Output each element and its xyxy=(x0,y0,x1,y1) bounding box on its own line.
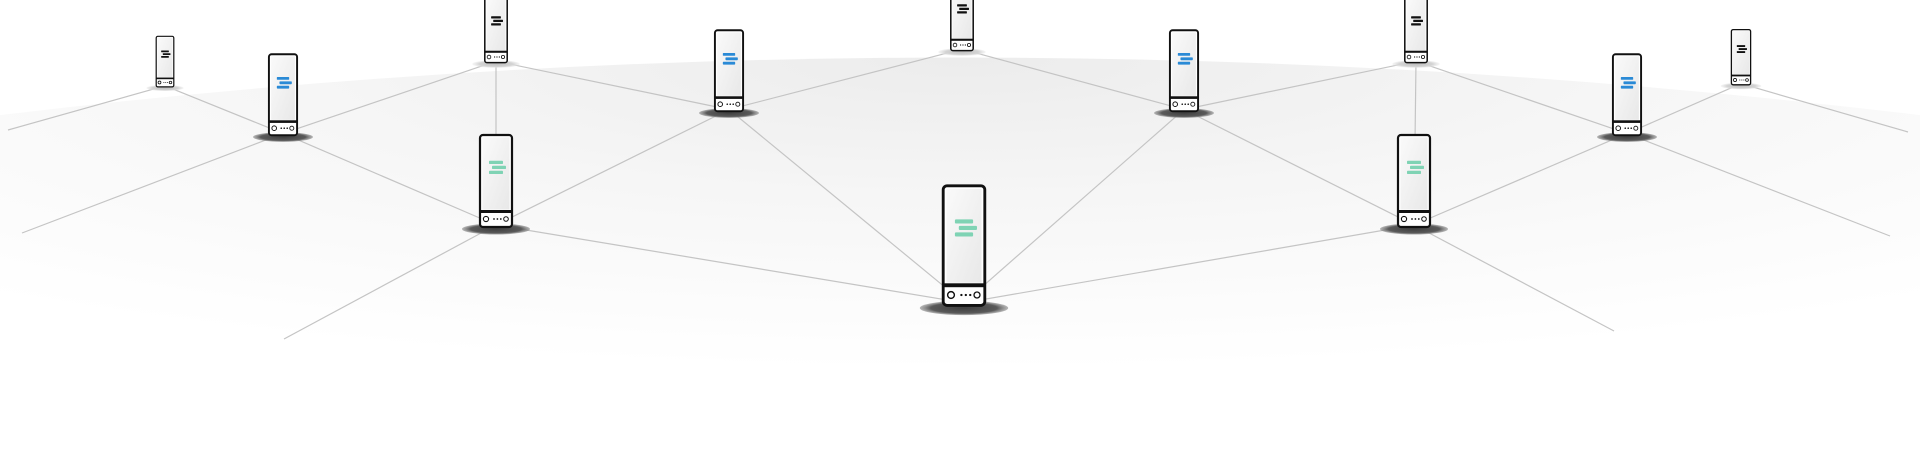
device-node-front-1[interactable] xyxy=(462,133,530,235)
device-body xyxy=(1404,0,1428,64)
power-button-icon xyxy=(486,54,492,60)
status-led-icon xyxy=(289,125,295,131)
power-button-icon xyxy=(946,290,956,300)
network-link xyxy=(963,224,1415,304)
status-led-icon xyxy=(1745,78,1749,82)
teal-logo xyxy=(1407,160,1424,174)
device-node-mid-1[interactable] xyxy=(253,53,313,142)
black-logo xyxy=(1411,16,1423,26)
power-button-icon xyxy=(1615,125,1621,131)
device-node-front-2[interactable] xyxy=(1380,133,1448,235)
device-node-back-1[interactable] xyxy=(146,35,184,92)
power-button-icon xyxy=(157,80,162,85)
teal-logo xyxy=(489,160,506,174)
power-button-icon xyxy=(952,42,958,48)
power-button-icon xyxy=(482,215,490,223)
device-node-back-3[interactable] xyxy=(938,0,986,56)
network-link xyxy=(728,109,965,304)
device-node-back-5[interactable] xyxy=(1720,28,1762,90)
nodes-layer xyxy=(146,0,1762,316)
power-button-icon xyxy=(1733,78,1737,82)
network-link xyxy=(495,108,730,226)
device-shadow xyxy=(253,132,313,142)
network-link-offscreen xyxy=(21,132,284,234)
black-logo xyxy=(1736,45,1747,53)
device-shadow xyxy=(472,60,520,68)
device-shadow xyxy=(1380,223,1448,235)
device-body xyxy=(484,0,508,64)
network-link xyxy=(282,132,497,226)
power-button-icon xyxy=(717,101,723,107)
status-led-icon xyxy=(1421,216,1427,222)
device-shadow xyxy=(919,300,1009,316)
status-led-icon xyxy=(966,42,972,48)
device-node-mid-2[interactable] xyxy=(699,29,759,118)
power-button-icon xyxy=(1172,101,1178,107)
status-led-icon xyxy=(168,80,173,85)
teal-logo xyxy=(954,219,977,237)
blue-logo xyxy=(1620,76,1636,89)
network-link xyxy=(282,60,497,135)
network-link xyxy=(495,224,965,304)
device-body xyxy=(1168,29,1200,113)
device-body xyxy=(1611,53,1643,137)
status-led-icon xyxy=(1190,101,1196,107)
network-link-offscreen xyxy=(1626,132,1891,237)
device-shadow xyxy=(146,84,184,92)
network-link xyxy=(1413,132,1628,226)
status-led-icon xyxy=(1420,54,1426,60)
network-link-offscreen xyxy=(1740,83,1909,133)
device-body xyxy=(950,0,974,52)
device-body xyxy=(155,35,175,88)
blue-logo xyxy=(276,76,292,89)
status-led-icon xyxy=(503,216,509,222)
device-body xyxy=(941,184,987,307)
network-link xyxy=(1183,60,1417,111)
network-link-offscreen xyxy=(7,85,166,131)
network-link-offscreen xyxy=(283,224,497,340)
power-button-icon xyxy=(1406,54,1412,60)
device-node-mid-4[interactable] xyxy=(1597,53,1657,142)
black-logo xyxy=(957,4,969,14)
status-led-icon xyxy=(500,54,506,60)
network-link xyxy=(963,109,1185,304)
black-logo xyxy=(161,50,171,58)
status-led-icon xyxy=(1633,125,1639,131)
power-button-icon xyxy=(271,125,277,131)
network-link xyxy=(164,85,284,135)
black-logo xyxy=(491,16,503,26)
network-link xyxy=(1415,60,1628,135)
device-shadow xyxy=(1154,108,1214,118)
power-button-icon xyxy=(1400,215,1408,223)
device-shadow xyxy=(1392,60,1440,68)
status-led-icon xyxy=(973,291,981,299)
device-body xyxy=(1730,28,1752,86)
device-shadow xyxy=(462,223,530,235)
device-shadow xyxy=(699,108,759,118)
network-link xyxy=(495,60,730,111)
device-body xyxy=(267,53,299,137)
device-node-back-4[interactable] xyxy=(1392,0,1440,68)
device-node-back-2[interactable] xyxy=(472,0,520,68)
device-body xyxy=(1396,133,1432,229)
device-node-mid-3[interactable] xyxy=(1154,29,1214,118)
blue-logo xyxy=(722,52,738,65)
device-shadow xyxy=(1597,132,1657,142)
status-led-icon xyxy=(735,101,741,107)
device-body xyxy=(478,133,514,229)
device-shadow xyxy=(938,48,986,56)
blue-logo xyxy=(1177,52,1193,65)
network-link xyxy=(1183,108,1415,226)
device-node-center[interactable] xyxy=(919,184,1009,316)
network-link xyxy=(728,48,963,111)
device-shadow xyxy=(1720,82,1762,90)
network-link xyxy=(1626,83,1742,135)
device-body xyxy=(713,29,745,113)
network-link-offscreen xyxy=(1413,224,1615,332)
network-link xyxy=(961,48,1185,111)
